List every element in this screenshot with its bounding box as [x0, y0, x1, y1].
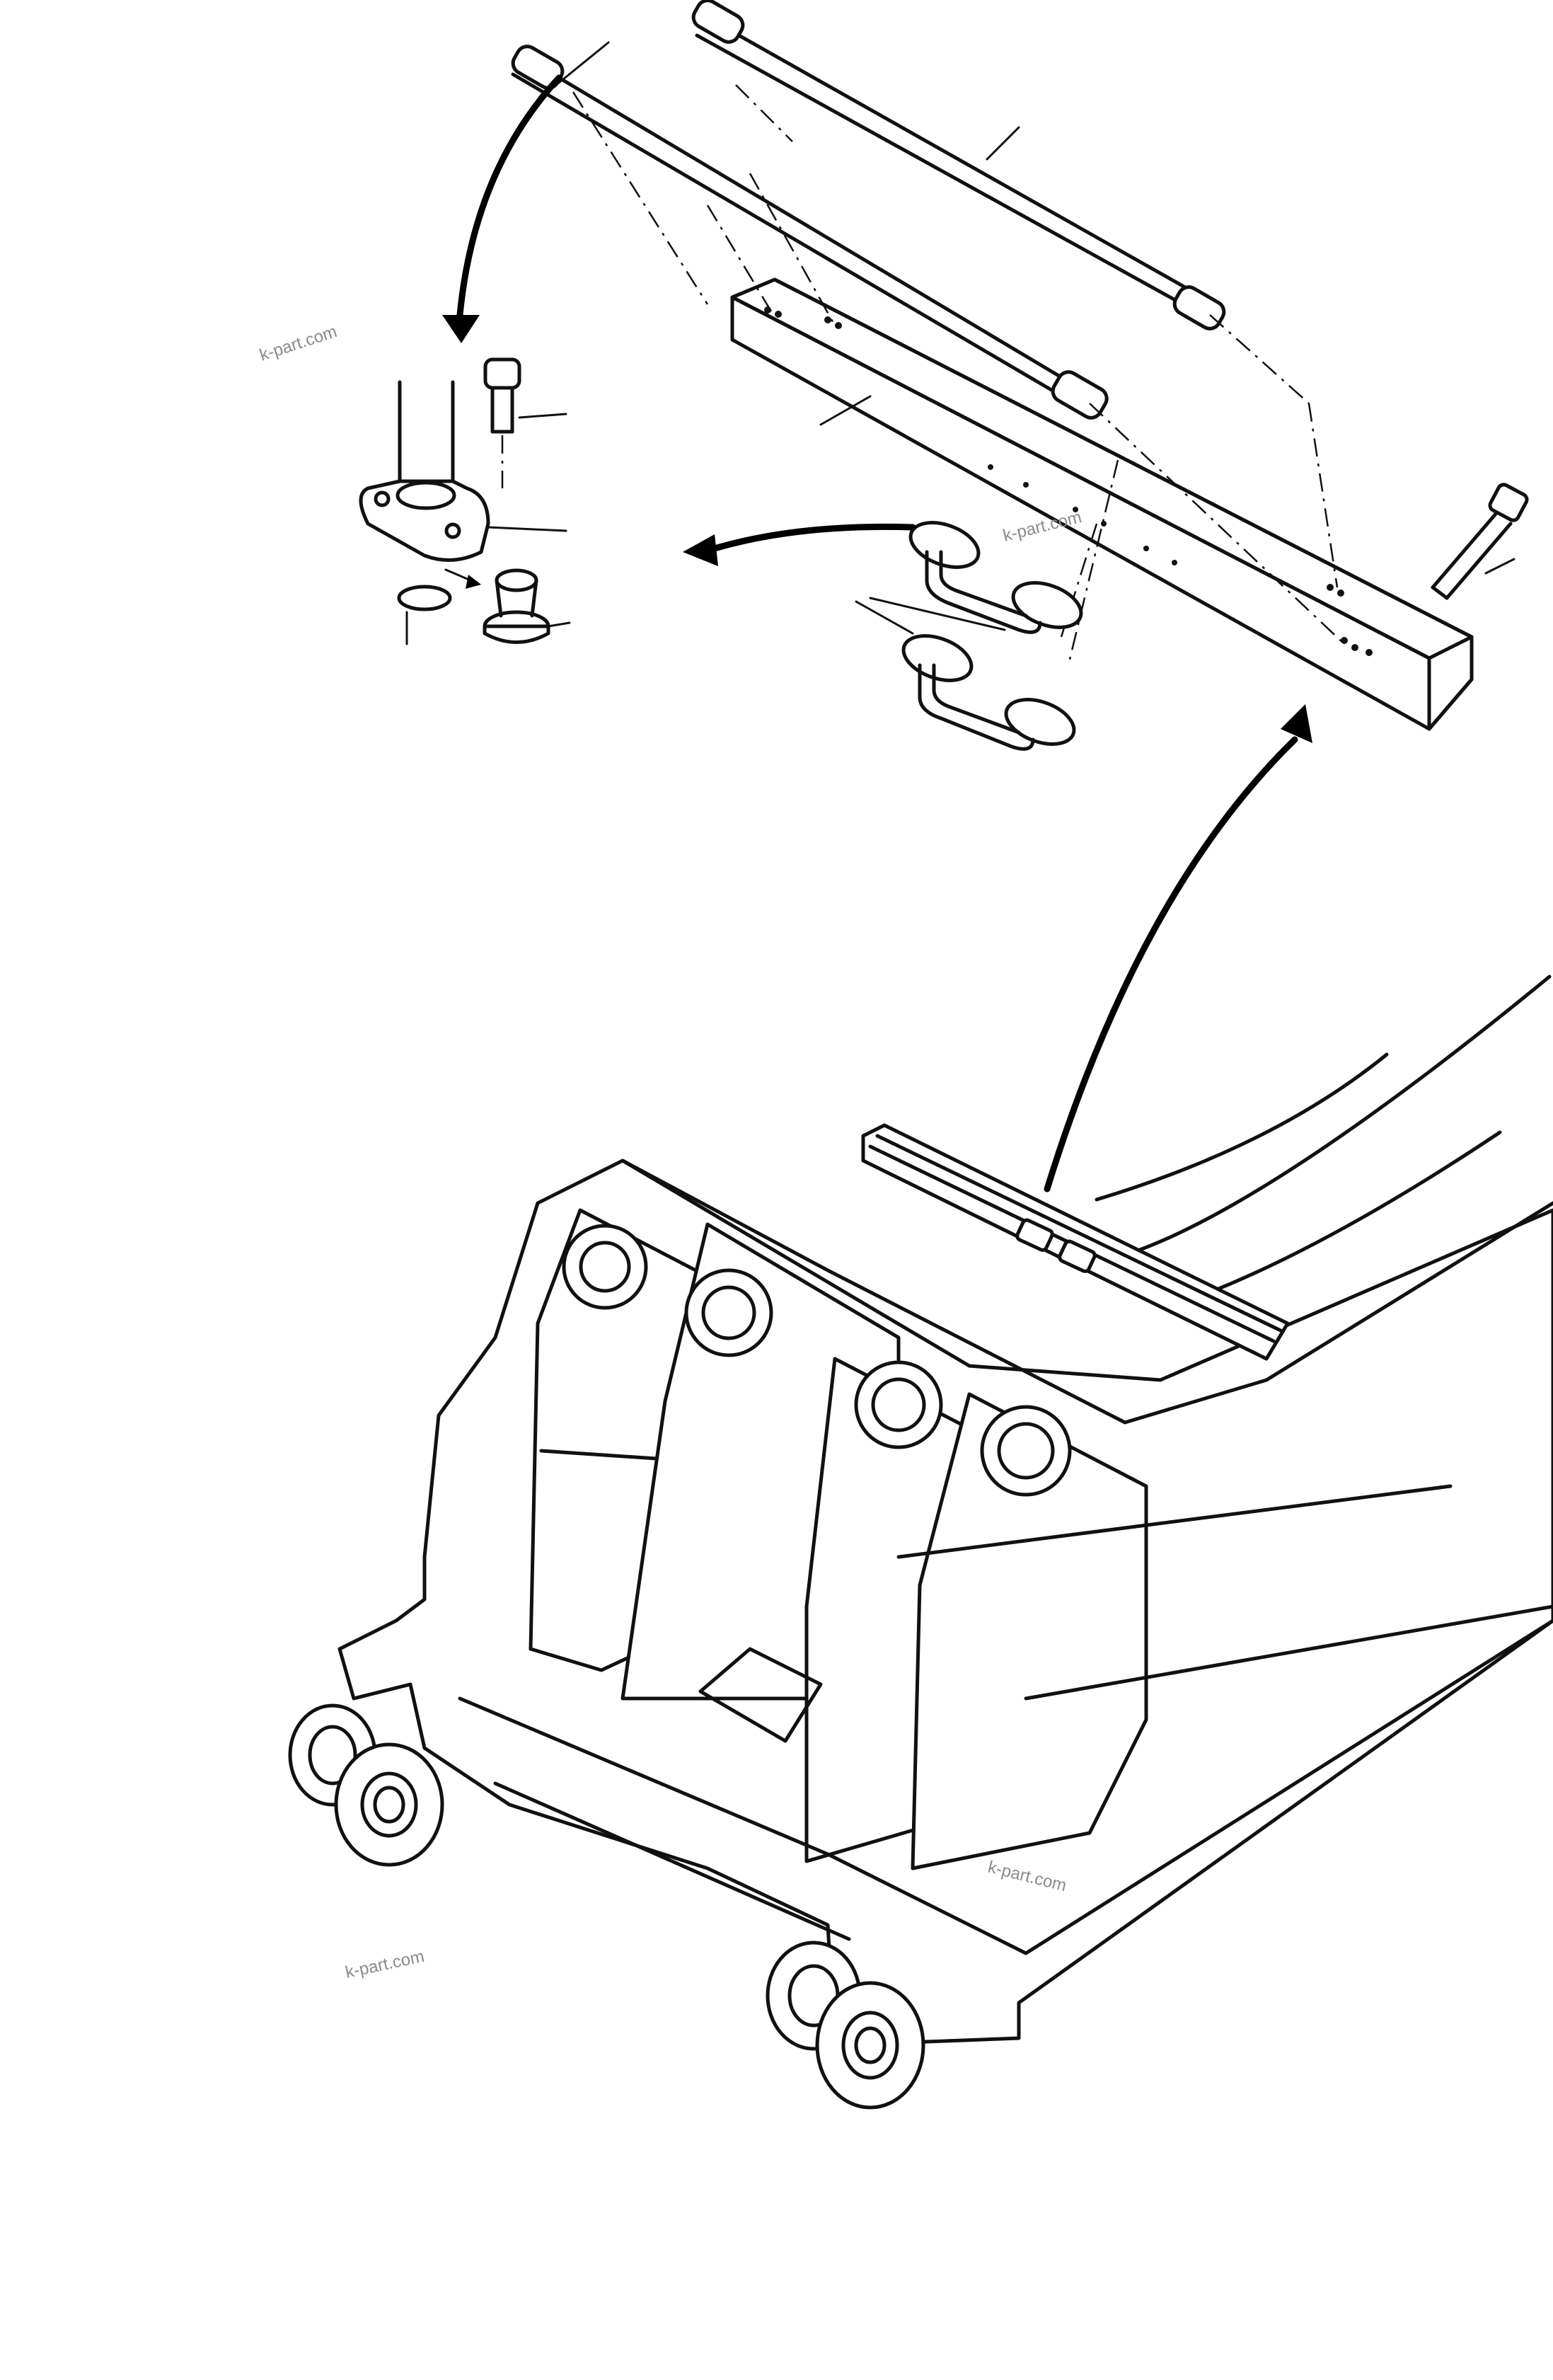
beam-hole-pattern [764, 306, 1373, 656]
bolt-right [1431, 483, 1529, 600]
watermark-4: k-part.com [344, 1947, 426, 1982]
grab-handles [855, 521, 1083, 751]
callout-arrows [442, 74, 1312, 1192]
watermark-1: k-part.com [258, 322, 340, 365]
pivot-lug-right [766, 1941, 925, 2110]
handrail-long-lower [511, 45, 1109, 420]
boom-body [288, 975, 1553, 2110]
handrail-long-upper [691, 0, 1226, 330]
pivot-lug-left [288, 1703, 444, 1867]
frame-plate-assembly [511, 0, 1474, 731]
cylinder-flange-detail [359, 357, 571, 645]
